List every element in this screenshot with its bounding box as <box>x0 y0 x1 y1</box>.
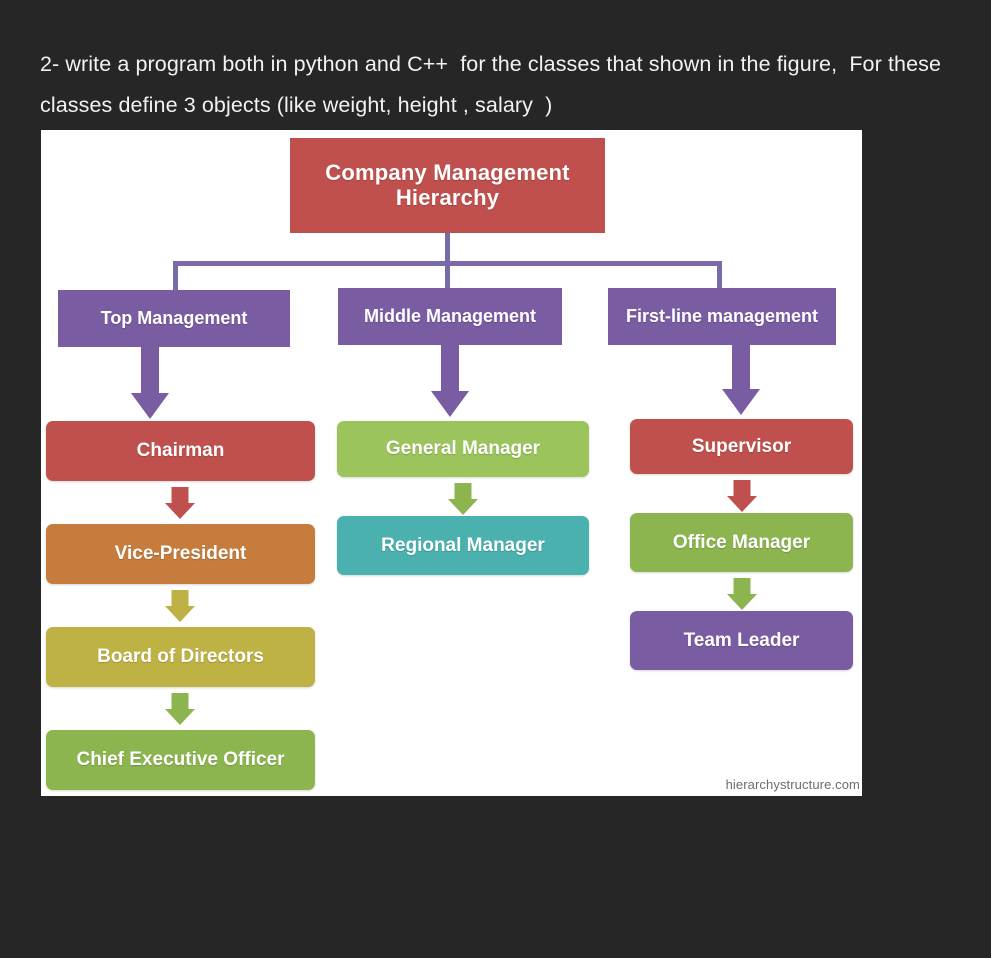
node-top-management: Top Management <box>58 290 290 347</box>
node-vice-president: Vice-President <box>46 524 315 584</box>
node-label: Company Management Hierarchy <box>325 159 570 210</box>
node-label: Regional Manager <box>381 534 545 556</box>
node-label: General Manager <box>385 438 541 460</box>
watermark: hierarchystructure.com <box>725 777 860 792</box>
arrow-vice-president-to-board-of-directors <box>165 590 195 622</box>
node-board-of-directors: Board of Directors <box>46 627 315 687</box>
arrow-middle-management-to-general-manager <box>431 345 469 417</box>
node-label: Middle Management <box>363 306 537 327</box>
node-regional-manager: Regional Manager <box>337 516 589 575</box>
arrow-supervisor-to-office-manager <box>727 480 757 512</box>
node-label: Board of Directors <box>97 646 264 668</box>
arrow-general-manager-to-regional-manager <box>448 483 478 515</box>
node-chief-executive-officer: Chief Executive Officer <box>46 730 315 790</box>
node-label: Chief Executive Officer <box>76 749 285 771</box>
hierarchy-diagram: Company Management Hierarchy Top Managem… <box>41 130 862 796</box>
node-label: Team Leader <box>683 629 800 651</box>
node-label: Top Management <box>100 308 248 329</box>
node-company-management-hierarchy: Company Management Hierarchy <box>290 138 605 233</box>
arrow-office-manager-to-team-leader <box>727 578 757 610</box>
node-team-leader: Team Leader <box>630 611 853 670</box>
connector-drop-left <box>173 261 178 290</box>
node-middle-management: Middle Management <box>338 288 562 345</box>
node-label: First-line management <box>625 306 819 327</box>
node-general-manager: General Manager <box>337 421 589 477</box>
node-label: Vice-President <box>114 543 247 565</box>
node-label: Office Manager <box>672 531 811 553</box>
node-supervisor: Supervisor <box>630 419 853 474</box>
connector-title-stem <box>445 233 450 263</box>
node-office-manager: Office Manager <box>630 513 853 572</box>
node-label: Chairman <box>136 440 225 462</box>
node-chairman: Chairman <box>46 421 315 481</box>
arrow-top-management-to-chairman <box>131 347 169 419</box>
arrow-chairman-to-vice-president <box>165 487 195 519</box>
node-label: Supervisor <box>691 435 792 457</box>
connector-drop-right <box>717 261 722 290</box>
arrow-first-line-management-to-supervisor <box>722 345 760 415</box>
node-first-line-management: First-line management <box>608 288 836 345</box>
question-text: 2- write a program both in python and C+… <box>40 52 948 117</box>
arrow-board-of-directors-to-chief-executive-officer <box>165 693 195 725</box>
connector-drop-center <box>445 261 450 288</box>
